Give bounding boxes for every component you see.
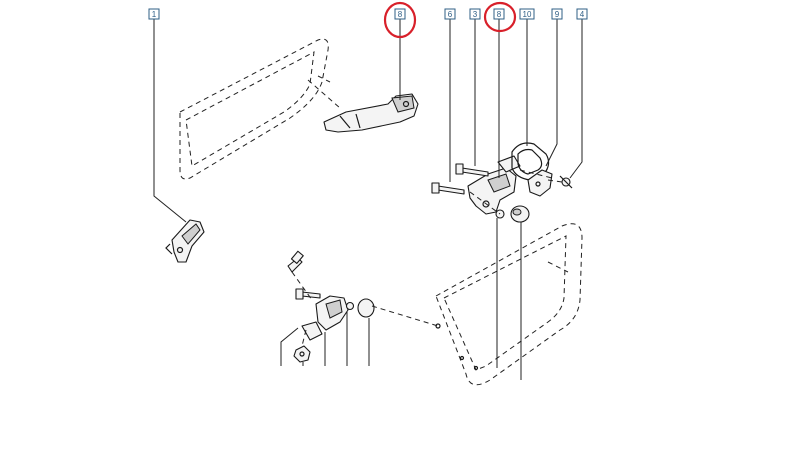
callout-9[interactable]: 9 [551,8,563,20]
callout-1[interactable]: 1 [148,8,160,20]
lower-bolt [287,250,304,273]
lower-screw [295,288,321,300]
svg-text:10: 10 [523,10,532,19]
callout-6[interactable]: 6 [444,8,456,20]
lower-nut [293,345,311,363]
part-8-interior-handle [323,93,419,133]
callout-8-interior-handle[interactable]: 8 [394,8,406,20]
callout-3[interactable]: 3 [469,8,481,20]
front-door-outline [179,38,331,180]
svg-text:8: 8 [398,10,403,19]
part-3-screw [455,163,489,177]
part-1-lock-bracket [165,219,205,263]
rear-door-outline [435,223,583,386]
svg-text:1: 1 [152,10,157,19]
leader-lines [153,19,583,380]
svg-text:9: 9 [555,10,560,19]
callout-4[interactable]: 4 [576,8,588,20]
lower-handle-bracket [301,295,349,341]
highlight-ring-8-interior-handle [383,1,417,39]
highlight-ring-8-mechanism [483,1,517,33]
callout-10[interactable]: 10 [519,8,535,20]
svg-text:4: 4 [580,10,585,19]
part-4-clip [559,175,573,189]
svg-text:3: 3 [473,10,478,19]
svg-text:6: 6 [448,10,453,19]
washer-and-cap [495,205,530,223]
part-6-screw [431,182,465,195]
part-9-plate [527,169,553,197]
lower-guide-lines [291,271,439,347]
mechanism-guide-lines [469,169,563,215]
handle-assembly-path [307,79,341,109]
lower-washer-and-cap [345,298,375,318]
part-8-handle-mechanism [467,155,521,215]
callout-8-mechanism[interactable]: 8 [493,8,505,20]
svg-text:8: 8 [497,10,502,19]
